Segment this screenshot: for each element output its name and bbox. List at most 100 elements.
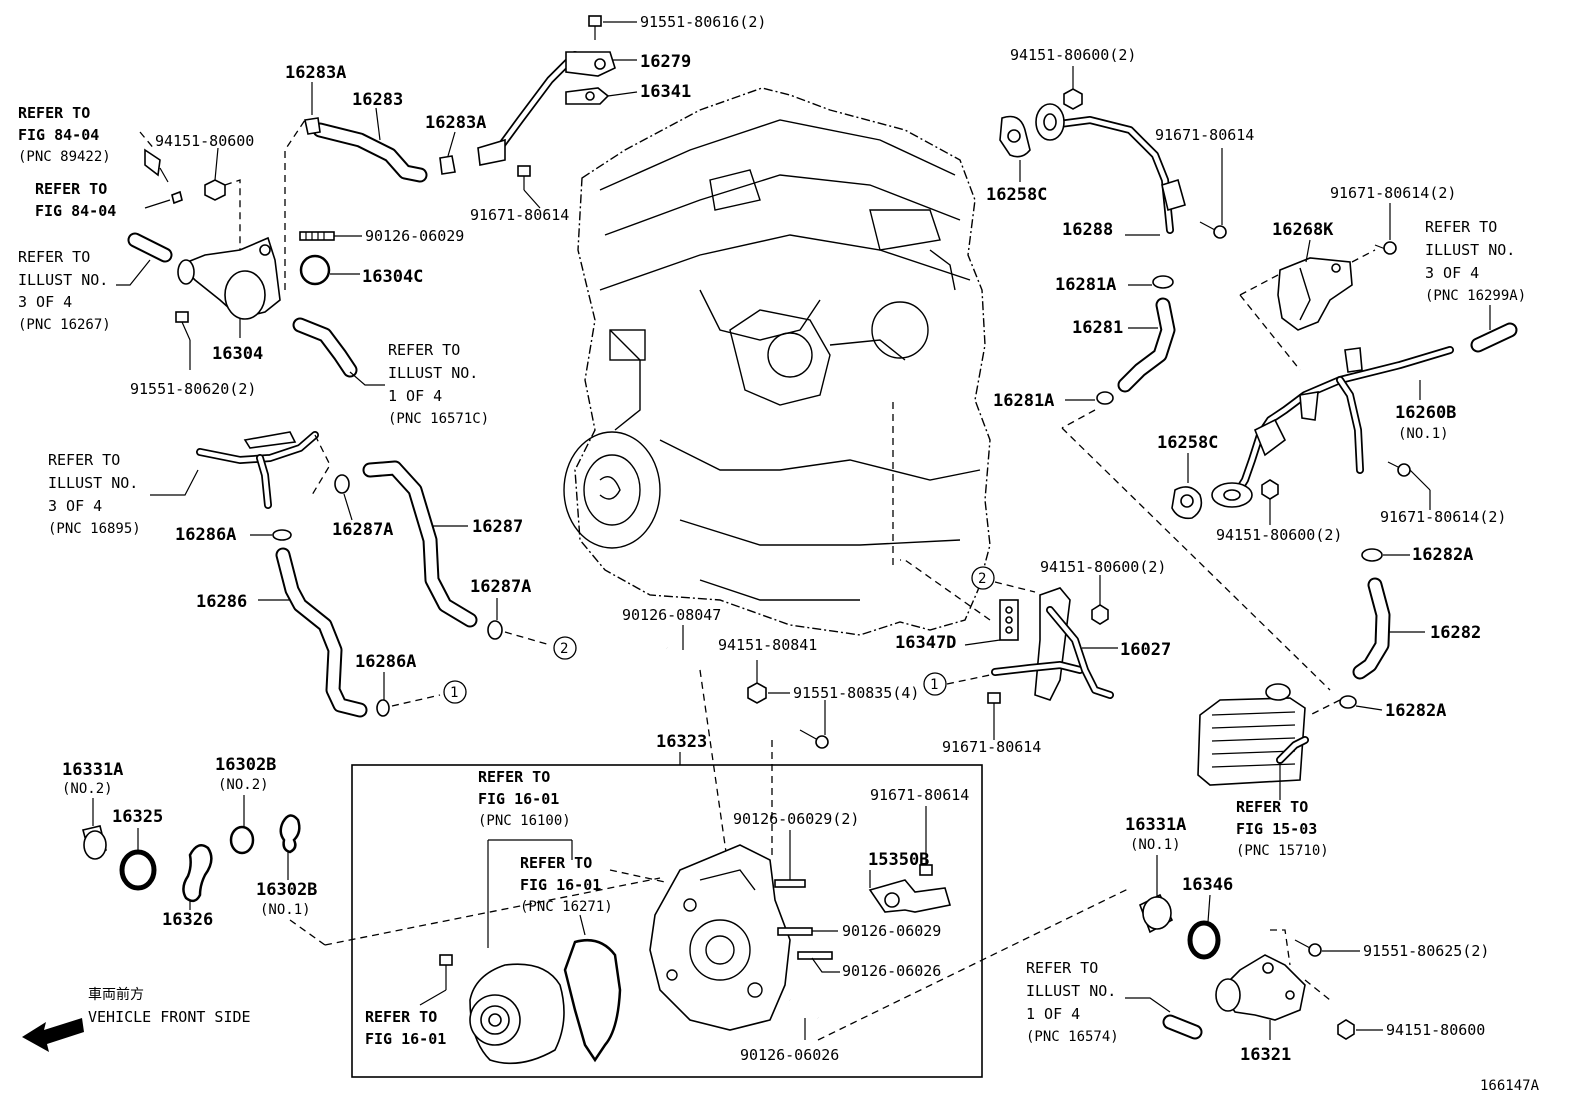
svg-text:3 OF 4: 3 OF 4: [48, 497, 102, 515]
part-16287: 16287: [472, 517, 523, 537]
bolt-icon: [439, 954, 453, 990]
part-91551-80835: 91551-80835(4): [793, 684, 919, 702]
part-94151-80600: 94151-80600(2): [1040, 558, 1166, 576]
part-15350B: 15350B: [868, 850, 929, 870]
stud-icon: [797, 951, 833, 960]
refer-illust3-16299A: REFER TO ILLUST NO. 3 OF 4 (PNC 16299A): [1425, 218, 1526, 304]
housing-16321: [1215, 954, 1306, 1021]
thermostat-16331A-no2: [82, 798, 107, 860]
part-16325: 16325: [112, 807, 163, 827]
part-16268K: 16268K: [1272, 220, 1334, 240]
pipe-16260B-group: [1211, 346, 1454, 525]
front-arrow-icon: [22, 1018, 84, 1052]
svg-text:1 OF 4: 1 OF 4: [1026, 1005, 1080, 1023]
oring-icon: [299, 254, 331, 286]
refer-fig1601-16271: REFER TO FIG 16-01 (PNC 16271): [520, 854, 613, 915]
part-91671-80614: 91671-80614: [870, 786, 969, 804]
part-94151-80600: 94151-80600: [155, 132, 254, 150]
svg-text:REFER TO: REFER TO: [520, 854, 592, 872]
svg-text:ILLUST NO.: ILLUST NO.: [48, 474, 138, 492]
svg-text:3 OF 4: 3 OF 4: [18, 293, 72, 311]
pipe-16895-group: [150, 431, 331, 509]
part-16288: 16288: [1062, 220, 1113, 240]
part-90126-06029: 90126-06029: [365, 227, 464, 245]
refer-fig1601-16100: REFER TO FIG 16-01 (PNC 16100): [478, 768, 571, 829]
part-16331A-sub: (NO.2): [62, 781, 113, 797]
hose-16282-group: [1339, 548, 1425, 711]
part-91671-80614: 91671-80614: [942, 738, 1041, 756]
part-16331A-sub: (NO.1): [1130, 837, 1181, 853]
marker-2-left: 2: [553, 636, 577, 660]
gasket-16326-icon: [182, 843, 213, 903]
refer-illust3-16267: REFER TO ILLUST NO. 3 OF 4 (PNC 16267): [18, 248, 111, 333]
part-94151-80600: 94151-80600(2): [1216, 526, 1342, 544]
pipe-16027-group: [987, 575, 1118, 740]
thermostat-16331A-no1: [1139, 893, 1174, 934]
part-16283A: 16283A: [425, 113, 486, 133]
svg-text:(PNC 16100): (PNC 16100): [478, 813, 571, 829]
hose-16283-group: [304, 82, 456, 183]
part-16287A: 16287A: [470, 577, 531, 597]
bolt-icon: [987, 692, 1001, 720]
part-16326: 16326: [162, 910, 213, 930]
part-16283A: 16283A: [285, 63, 346, 83]
oring-16302B-no2-icon: [229, 825, 255, 855]
svg-text:REFER TO: REFER TO: [1026, 959, 1098, 977]
part-16258C: 16258C: [1157, 433, 1218, 453]
stud-icon: [774, 879, 806, 888]
bolt-icon: [1387, 461, 1411, 477]
svg-text:REFER TO: REFER TO: [18, 104, 90, 122]
svg-text:REFER TO: REFER TO: [478, 768, 550, 786]
part-16302B: 16302B: [256, 880, 317, 900]
svg-text:FIG 16-01: FIG 16-01: [478, 790, 559, 808]
part-16286A: 16286A: [355, 652, 416, 672]
part-16282: 16282: [1430, 623, 1481, 643]
svg-text:(PNC 16574): (PNC 16574): [1026, 1029, 1119, 1045]
diagram-id: 166147A: [1480, 1078, 1540, 1094]
part-91671-80614: 91671-80614: [470, 206, 569, 224]
part-16260B: 16260B: [1395, 403, 1456, 423]
marker-1-right: 1: [923, 672, 947, 696]
part-91551-80620: 91551-80620(2): [130, 380, 256, 398]
sensor-15350B: [868, 879, 952, 913]
part-16281A: 16281A: [1055, 275, 1116, 295]
stud-icon: [299, 231, 335, 241]
part-91551-80625: 91551-80625(2): [1363, 942, 1489, 960]
front-label-jp: 車両前方: [88, 986, 144, 1003]
svg-text:FIG 84-04: FIG 84-04: [18, 126, 99, 144]
part-16321: 16321: [1240, 1045, 1291, 1065]
part-16302B: 16302B: [215, 755, 276, 775]
part-16304C: 16304C: [362, 267, 423, 287]
stud-icon: [777, 927, 813, 936]
engine-block-illustration: [563, 87, 991, 636]
svg-text:ILLUST NO.: ILLUST NO.: [388, 364, 478, 382]
svg-text:FIG 15-03: FIG 15-03: [1236, 820, 1317, 838]
part-16286: 16286: [196, 592, 247, 612]
nut-icon: [204, 179, 226, 201]
svg-text:REFER TO: REFER TO: [365, 1008, 437, 1026]
svg-text:FIG 16-01: FIG 16-01: [520, 876, 601, 894]
part-16287A: 16287A: [332, 520, 393, 540]
front-label-en: VEHICLE FRONT SIDE: [88, 1008, 251, 1026]
bolt-icon: [517, 165, 531, 190]
part-94151-80841: 94151-80841: [718, 636, 817, 654]
part-16331A: 16331A: [1125, 815, 1186, 835]
svg-text:(PNC 16895): (PNC 16895): [48, 521, 141, 537]
part-91671-80614: 91671-80614(2): [1380, 508, 1506, 526]
stud-icon: [666, 646, 701, 672]
water-pump-assembly-box: [351, 764, 983, 1078]
refer-illust3-16895: REFER TO ILLUST NO. 3 OF 4 (PNC 16895): [48, 451, 141, 537]
svg-text:1: 1: [930, 677, 938, 693]
part-91671-80614: 91671-80614: [1155, 126, 1254, 144]
bolt-icon: [1294, 939, 1322, 957]
nut-icon: [1337, 1019, 1355, 1040]
svg-text:(PNC 89422): (PNC 89422): [18, 149, 111, 165]
part-16302B-sub: (NO.2): [218, 777, 269, 793]
nut-icon: [1261, 479, 1279, 500]
pump-impeller: [469, 963, 565, 1065]
svg-text:(PNC 16271): (PNC 16271): [520, 899, 613, 915]
svg-text:2: 2: [978, 571, 986, 587]
refer-fig8404-a: REFER TO FIG 84-04 (PNC 89422): [18, 104, 111, 165]
part-16323: 16323: [656, 732, 707, 752]
